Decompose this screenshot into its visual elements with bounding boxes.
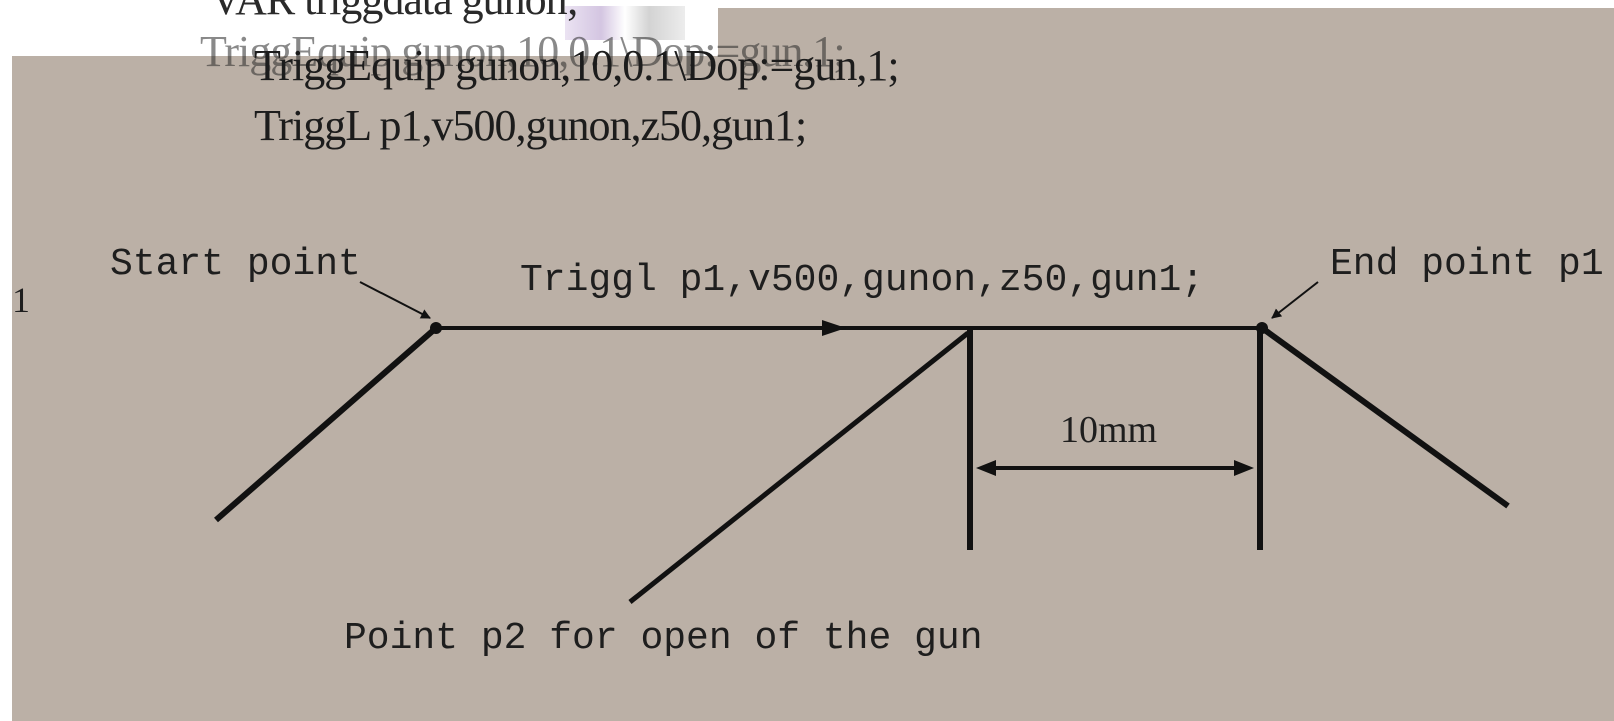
instruction-label: Triggl p1,v500,gunon,z50,gun1; [520,259,1204,302]
direction-arrow-icon [822,320,846,336]
code-line-triggl: TriggL p1,v500,gunon,z50,gun1; [254,101,807,150]
top-strip [0,0,1614,56]
start-leader-arrow [359,281,431,319]
start-point-label: Start point [110,243,361,286]
p2-label: Point p2 for open of the gun [344,617,983,660]
margin-mark: 1 [12,280,30,320]
exit-line [1260,325,1510,509]
end-leader-arrow [1271,281,1319,319]
code-line-var: VAR triggdata gunon; [210,0,579,25]
start-point-dot [430,322,442,334]
code-line-trigg-equip: TriggEquip gunon,10,0.1\Dop:=gun,1; [254,41,900,90]
dimension-arrow-right-icon [1234,460,1254,476]
end-point-label: End point p1 [1330,243,1604,286]
background-cap [718,8,1614,56]
code-line-trigg-equip-ghost: TriggEquip gunon,10,0.1\Dop:=gun,1; [200,27,846,76]
p2-pointer-line [628,331,970,604]
dimension-arrow-left-icon [976,460,996,476]
approach-line [214,325,438,523]
distance-label: 10mm [1060,409,1157,451]
image-artifact [565,6,685,40]
